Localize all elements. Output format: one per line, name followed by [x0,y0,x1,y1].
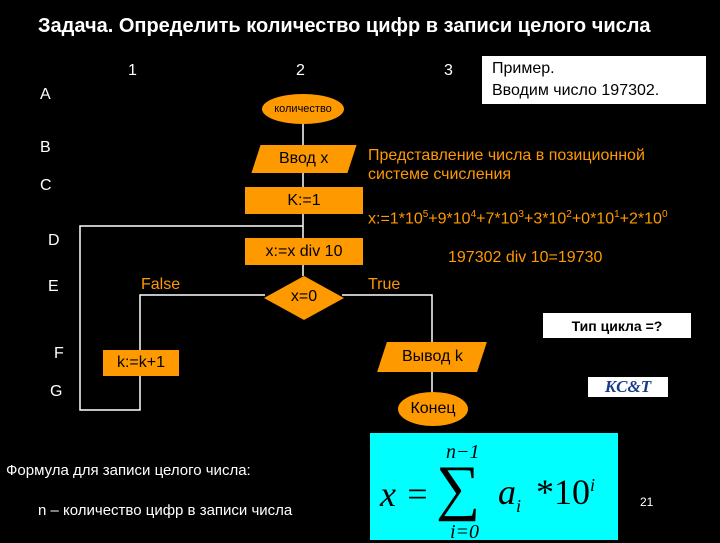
representation-note: Представление числа в позиционной систем… [368,147,645,183]
expansion-prefix: x:= [368,210,390,228]
expansion-term-3-exp: 2 [566,209,572,220]
page-number: 21 [640,495,654,509]
row-label-a: A [40,86,51,103]
expansion-term-1-coef: 9 [437,210,447,228]
condition-diamond [264,276,344,320]
expansion-term-2-exp: 3 [518,209,524,220]
times-ten: *10 [536,472,590,512]
false-label: False [141,276,181,293]
formula-lhs: x = [380,474,430,514]
column-label-3: 3 [444,62,453,79]
example-line-1: Пример. [492,60,555,77]
formula-caption: Формула для записи целого числа: [6,462,251,479]
formula-term: ai [498,471,521,517]
end-terminator: Конец [398,392,468,426]
expansion-term-5-exp: 0 [661,209,668,220]
formula-times: *10i [536,471,595,513]
expansion-term-1-exp: 4 [470,209,477,220]
div-example: 197302 div 10=19730 [448,249,603,266]
slide-title: Задача. Определить количество цифр в зап… [38,15,651,37]
expansion-term-0-exp: 5 [422,209,429,220]
power-i: i [590,475,596,495]
formula-box: n−1 x = ∑ ai *10i i=0 [370,433,618,543]
sum-upper-limit: n−1 [446,441,480,463]
loop-question: Тип цикла =? [543,313,691,338]
row-label-e: E [48,278,59,295]
output-label: Вывод k [401,348,463,365]
expansion-term-2-coef: 7 [485,210,495,228]
row-label-g: G [50,383,63,400]
example-line-2: Вводим число 197302. [492,82,660,99]
term-sub-i: i [516,496,522,517]
increment-block: k:=k+1 [103,350,179,376]
input-label: Ввод x [279,150,329,167]
init-block: K:=1 [245,187,363,214]
row-label-d: D [48,232,60,249]
true-label: True [368,276,401,293]
n-definition: n – количество цифр в записи числа [38,502,293,519]
start-terminator: количество [262,94,344,124]
condition-label: x=0 [290,288,318,305]
expansion-formula: x:=1*105+9*104+7*103+3*102+0*101+2*100 [368,209,668,228]
expansion-term-3-coef: 3 [533,210,543,228]
input-block: Ввод x [251,145,357,173]
output-block: Вывод k [377,342,487,372]
column-label-2: 2 [296,62,305,79]
column-label-1: 1 [128,62,137,79]
row-label-b: B [40,139,51,156]
row-label-f: F [54,345,64,362]
sigma-symbol: ∑ [436,454,481,522]
expansion-term-4-coef: 0 [581,210,591,228]
sum-lower-limit: i=0 [450,521,480,543]
example-box: Пример. Вводим число 197302. [482,56,706,104]
kcat-logo: KC&T [588,377,668,397]
expansion-term-0-coef: 1 [389,210,399,228]
row-label-c: C [40,177,52,194]
expansion-term-4-exp: 1 [614,209,620,220]
expansion-term-5-coef: 2 [629,210,638,228]
term-a: a [498,472,516,512]
divide-block: x:=x div 10 [245,238,363,265]
